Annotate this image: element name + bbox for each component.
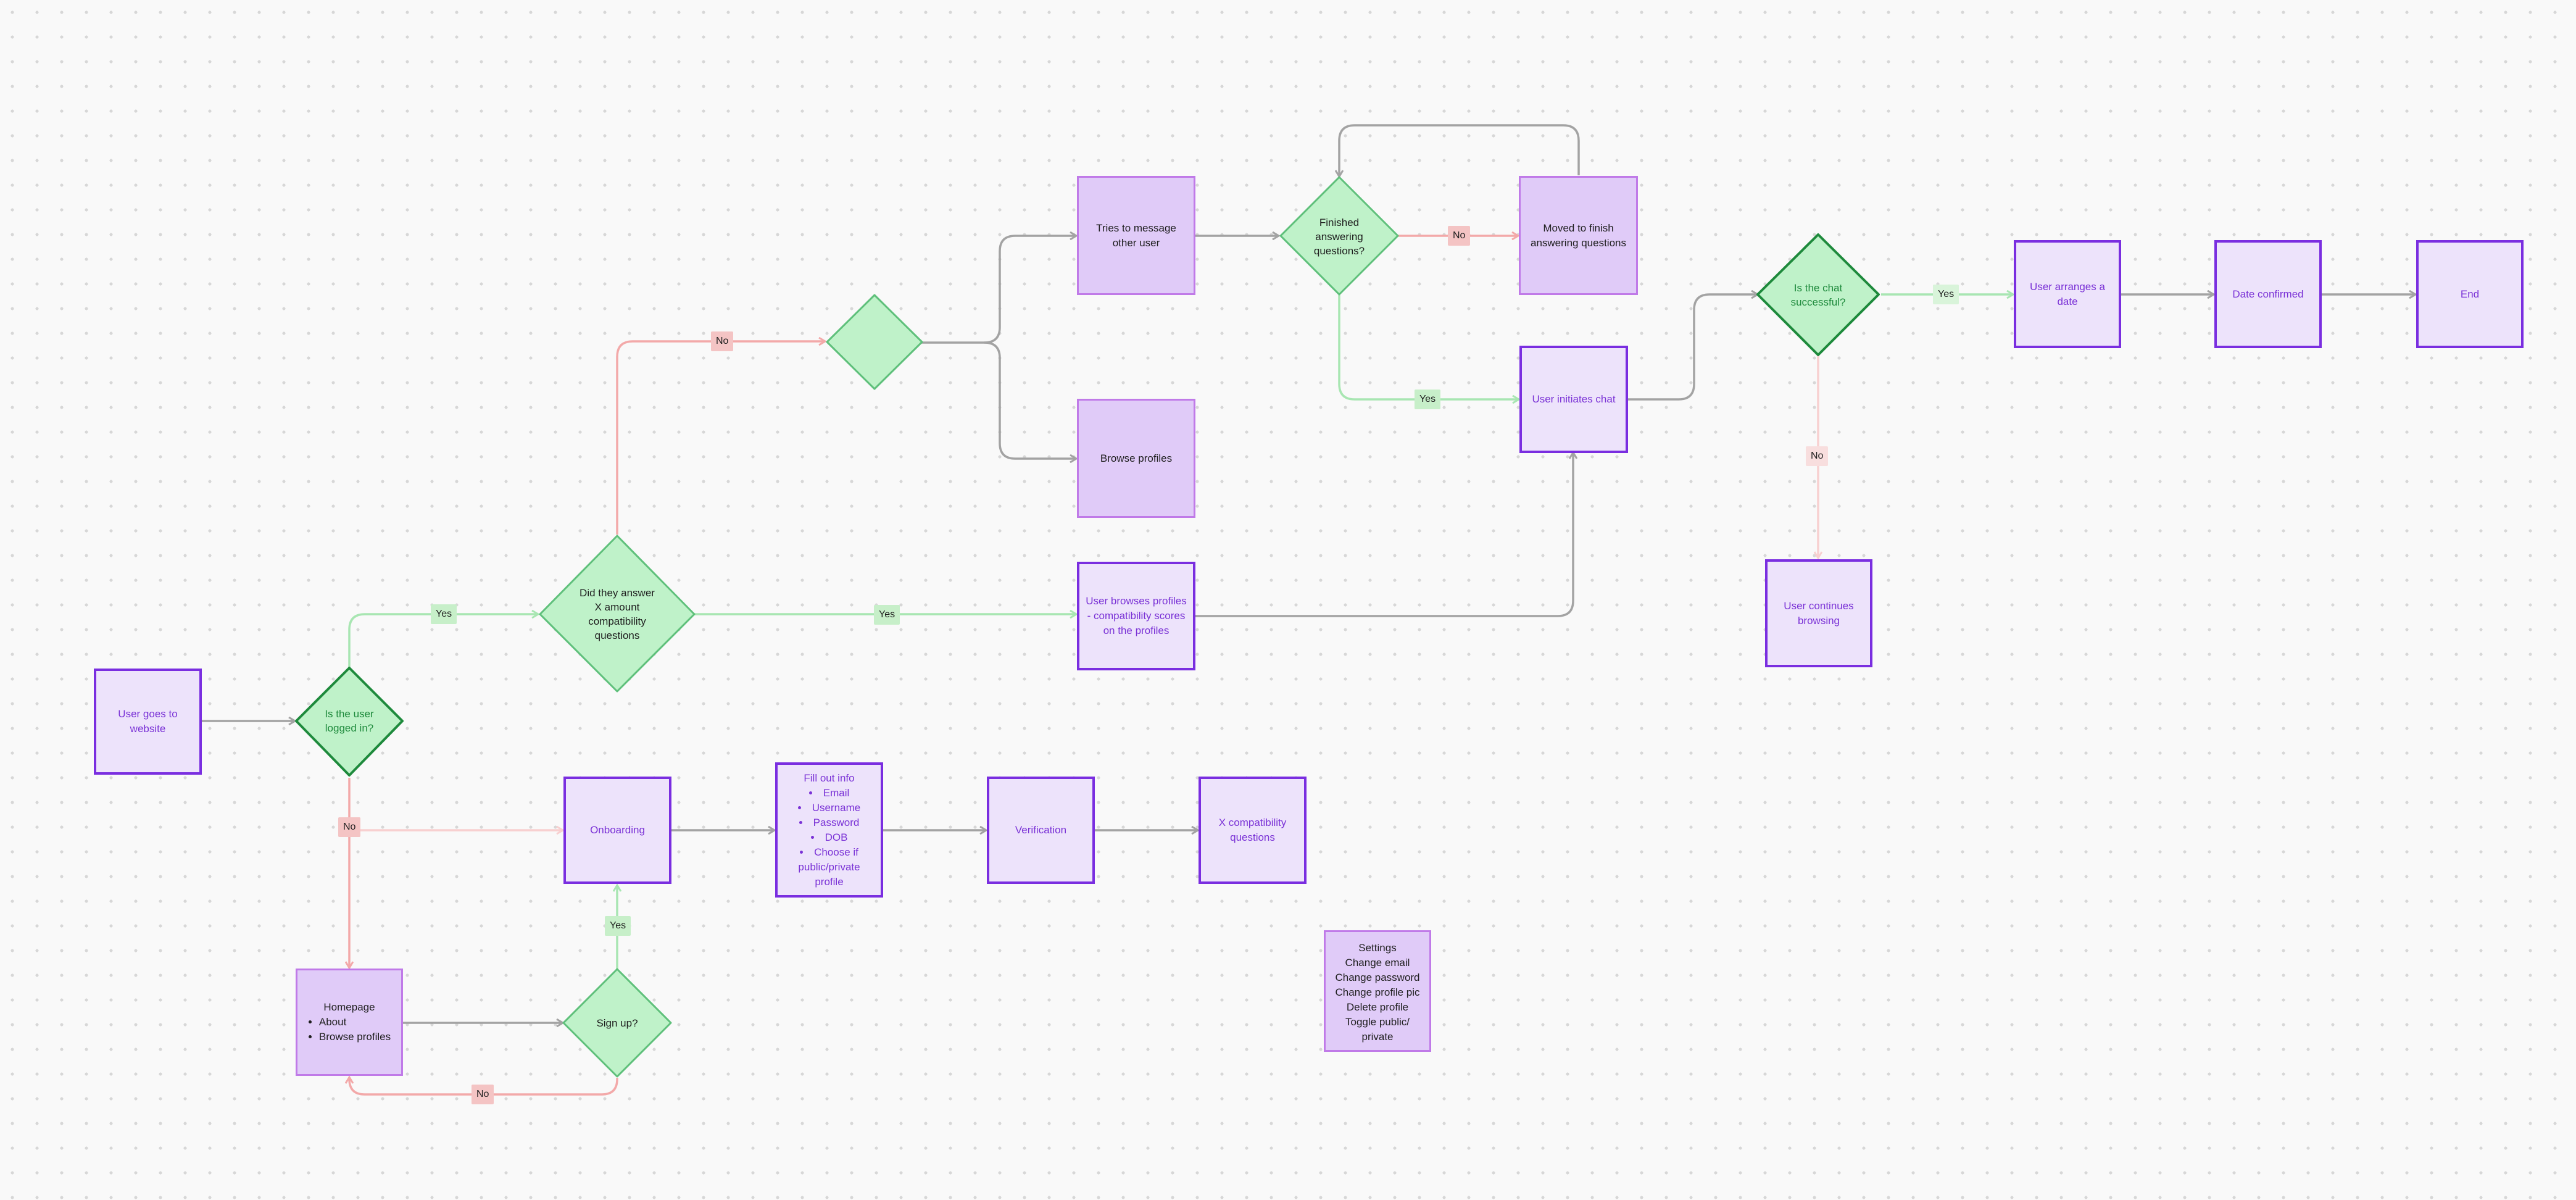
node-date-confirmed[interactable]: Date confirmed [2214, 240, 2322, 348]
node-user-initiates-chat[interactable]: User initiates chat [1519, 346, 1628, 453]
node-homepage[interactable]: Homepage About Browse profiles [296, 969, 403, 1076]
node-end-text: End [2460, 288, 2480, 300]
decision-finished-text: Finished answering questions? [1313, 216, 1365, 257]
node-end[interactable]: End [2416, 240, 2524, 348]
node-onboarding[interactable]: Onboarding [563, 777, 671, 884]
decision-empty-shape[interactable] [826, 294, 923, 390]
edge-empty-to-tries-message [921, 236, 1076, 344]
node-browse-profiles-text: Browse profiles [1100, 452, 1173, 464]
decision-signup-shape[interactable] [562, 968, 672, 1078]
node-onboarding-text: Onboarding [590, 824, 645, 836]
decision-did-answer-shape[interactable] [539, 535, 696, 693]
label-no-did-answer: No [711, 331, 734, 351]
label-yes-chat: Yes [1933, 285, 1959, 304]
decision-did-answer-text: Did they answer X amount compatibility q… [580, 587, 655, 641]
node-verification-text: Verification [1015, 824, 1067, 836]
node-settings[interactable]: Settings Change email Change password Ch… [1324, 930, 1431, 1052]
edge-moved-loop-back [1339, 124, 1580, 177]
fill-out-item: Email [783, 786, 876, 801]
edge-empty-to-browse-profiles [984, 341, 1076, 459]
edge-finished-yes [1338, 295, 1519, 399]
node-tries-to-message[interactable]: Tries to message other user [1077, 176, 1195, 295]
node-verification[interactable]: Verification [987, 777, 1095, 884]
label-no-chat: No [1806, 446, 1829, 466]
node-user-goes-to-website-text: User goes to website [118, 708, 178, 735]
node-user-initiates-chat-text: User initiates chat [1532, 393, 1616, 405]
label-no-logged-in: No [338, 817, 361, 837]
node-user-goes-to-website[interactable]: User goes to website [94, 669, 202, 775]
settings-line: Delete profile [1346, 1001, 1409, 1013]
edge-browses-to-initiates [1195, 452, 1573, 617]
homepage-item: About [319, 1015, 391, 1030]
decision-logged-in-shape[interactable] [295, 667, 404, 777]
node-user-continues-browsing-text: User continues browsing [1784, 599, 1854, 627]
decisions-layer [295, 176, 1880, 1078]
decision-chat-success-text: Is the chat successful? [1790, 282, 1846, 308]
node-moved-to-finish-text: Moved to finish answering questions [1531, 222, 1626, 249]
fill-out-item: Username [783, 801, 876, 815]
edge-logged-in-yes [348, 614, 538, 668]
settings-line: Toggle public/ private [1345, 1016, 1410, 1043]
fill-out-item: Password [783, 815, 876, 830]
edge-did-answer-no [616, 341, 825, 535]
settings-line: Change password [1335, 972, 1420, 983]
node-user-arranges-date-text: User arranges a date [2030, 280, 2105, 307]
label-yes-logged-in: Yes [431, 604, 457, 624]
label-no-signup: No [472, 1085, 494, 1104]
label-yes-finished: Yes [1415, 390, 1441, 409]
node-fill-out-info[interactable]: Fill out info Email Username Password DO… [775, 762, 883, 898]
homepage-list: About Browse profiles [308, 1015, 391, 1044]
node-browse-profiles[interactable]: Browse profiles [1077, 399, 1195, 518]
node-fill-out-info-title: Fill out info [804, 772, 855, 784]
node-moved-to-finish[interactable]: Moved to finish answering questions [1519, 176, 1638, 295]
node-user-browses-profiles-text: User browses profiles - compatibility sc… [1086, 595, 1187, 636]
decision-signup-text: Sign up? [596, 1017, 638, 1029]
settings-line: Change email [1345, 957, 1410, 969]
decision-logged-in-text: Is the user logged in? [325, 708, 374, 734]
fill-out-item: DOB [783, 830, 876, 845]
settings-line: Settings [1358, 942, 1397, 954]
node-x-compat-questions[interactable]: X compatibility questions [1199, 777, 1307, 884]
node-user-arranges-date[interactable]: User arranges a date [2014, 240, 2121, 348]
homepage-item: Browse profiles [319, 1030, 391, 1044]
settings-line: Change profile pic [1335, 986, 1420, 998]
node-date-confirmed-text: Date confirmed [2232, 288, 2304, 300]
node-homepage-title: Homepage [323, 1001, 375, 1013]
fill-out-item: Choose if public/private profile [783, 845, 876, 890]
label-no-finished: No [1448, 226, 1471, 246]
fill-out-info-list: Email Username Password DOB Choose if pu… [783, 786, 876, 890]
node-tries-to-message-text: Tries to message other user [1096, 222, 1176, 249]
edge-initiates-to-chat-success [1628, 294, 1758, 401]
decision-finished-shape[interactable] [1279, 176, 1399, 296]
node-user-continues-browsing[interactable]: User continues browsing [1765, 559, 1872, 667]
decision-chat-success-shape[interactable] [1756, 233, 1880, 356]
label-yes-signup: Yes [605, 916, 631, 936]
label-yes-did-answer: Yes [874, 605, 900, 625]
node-x-compat-questions-text: X compatibility questions [1218, 817, 1287, 843]
decision-empty-text [850, 327, 899, 357]
node-user-browses-profiles[interactable]: User browses profiles - compatibility sc… [1077, 562, 1195, 670]
